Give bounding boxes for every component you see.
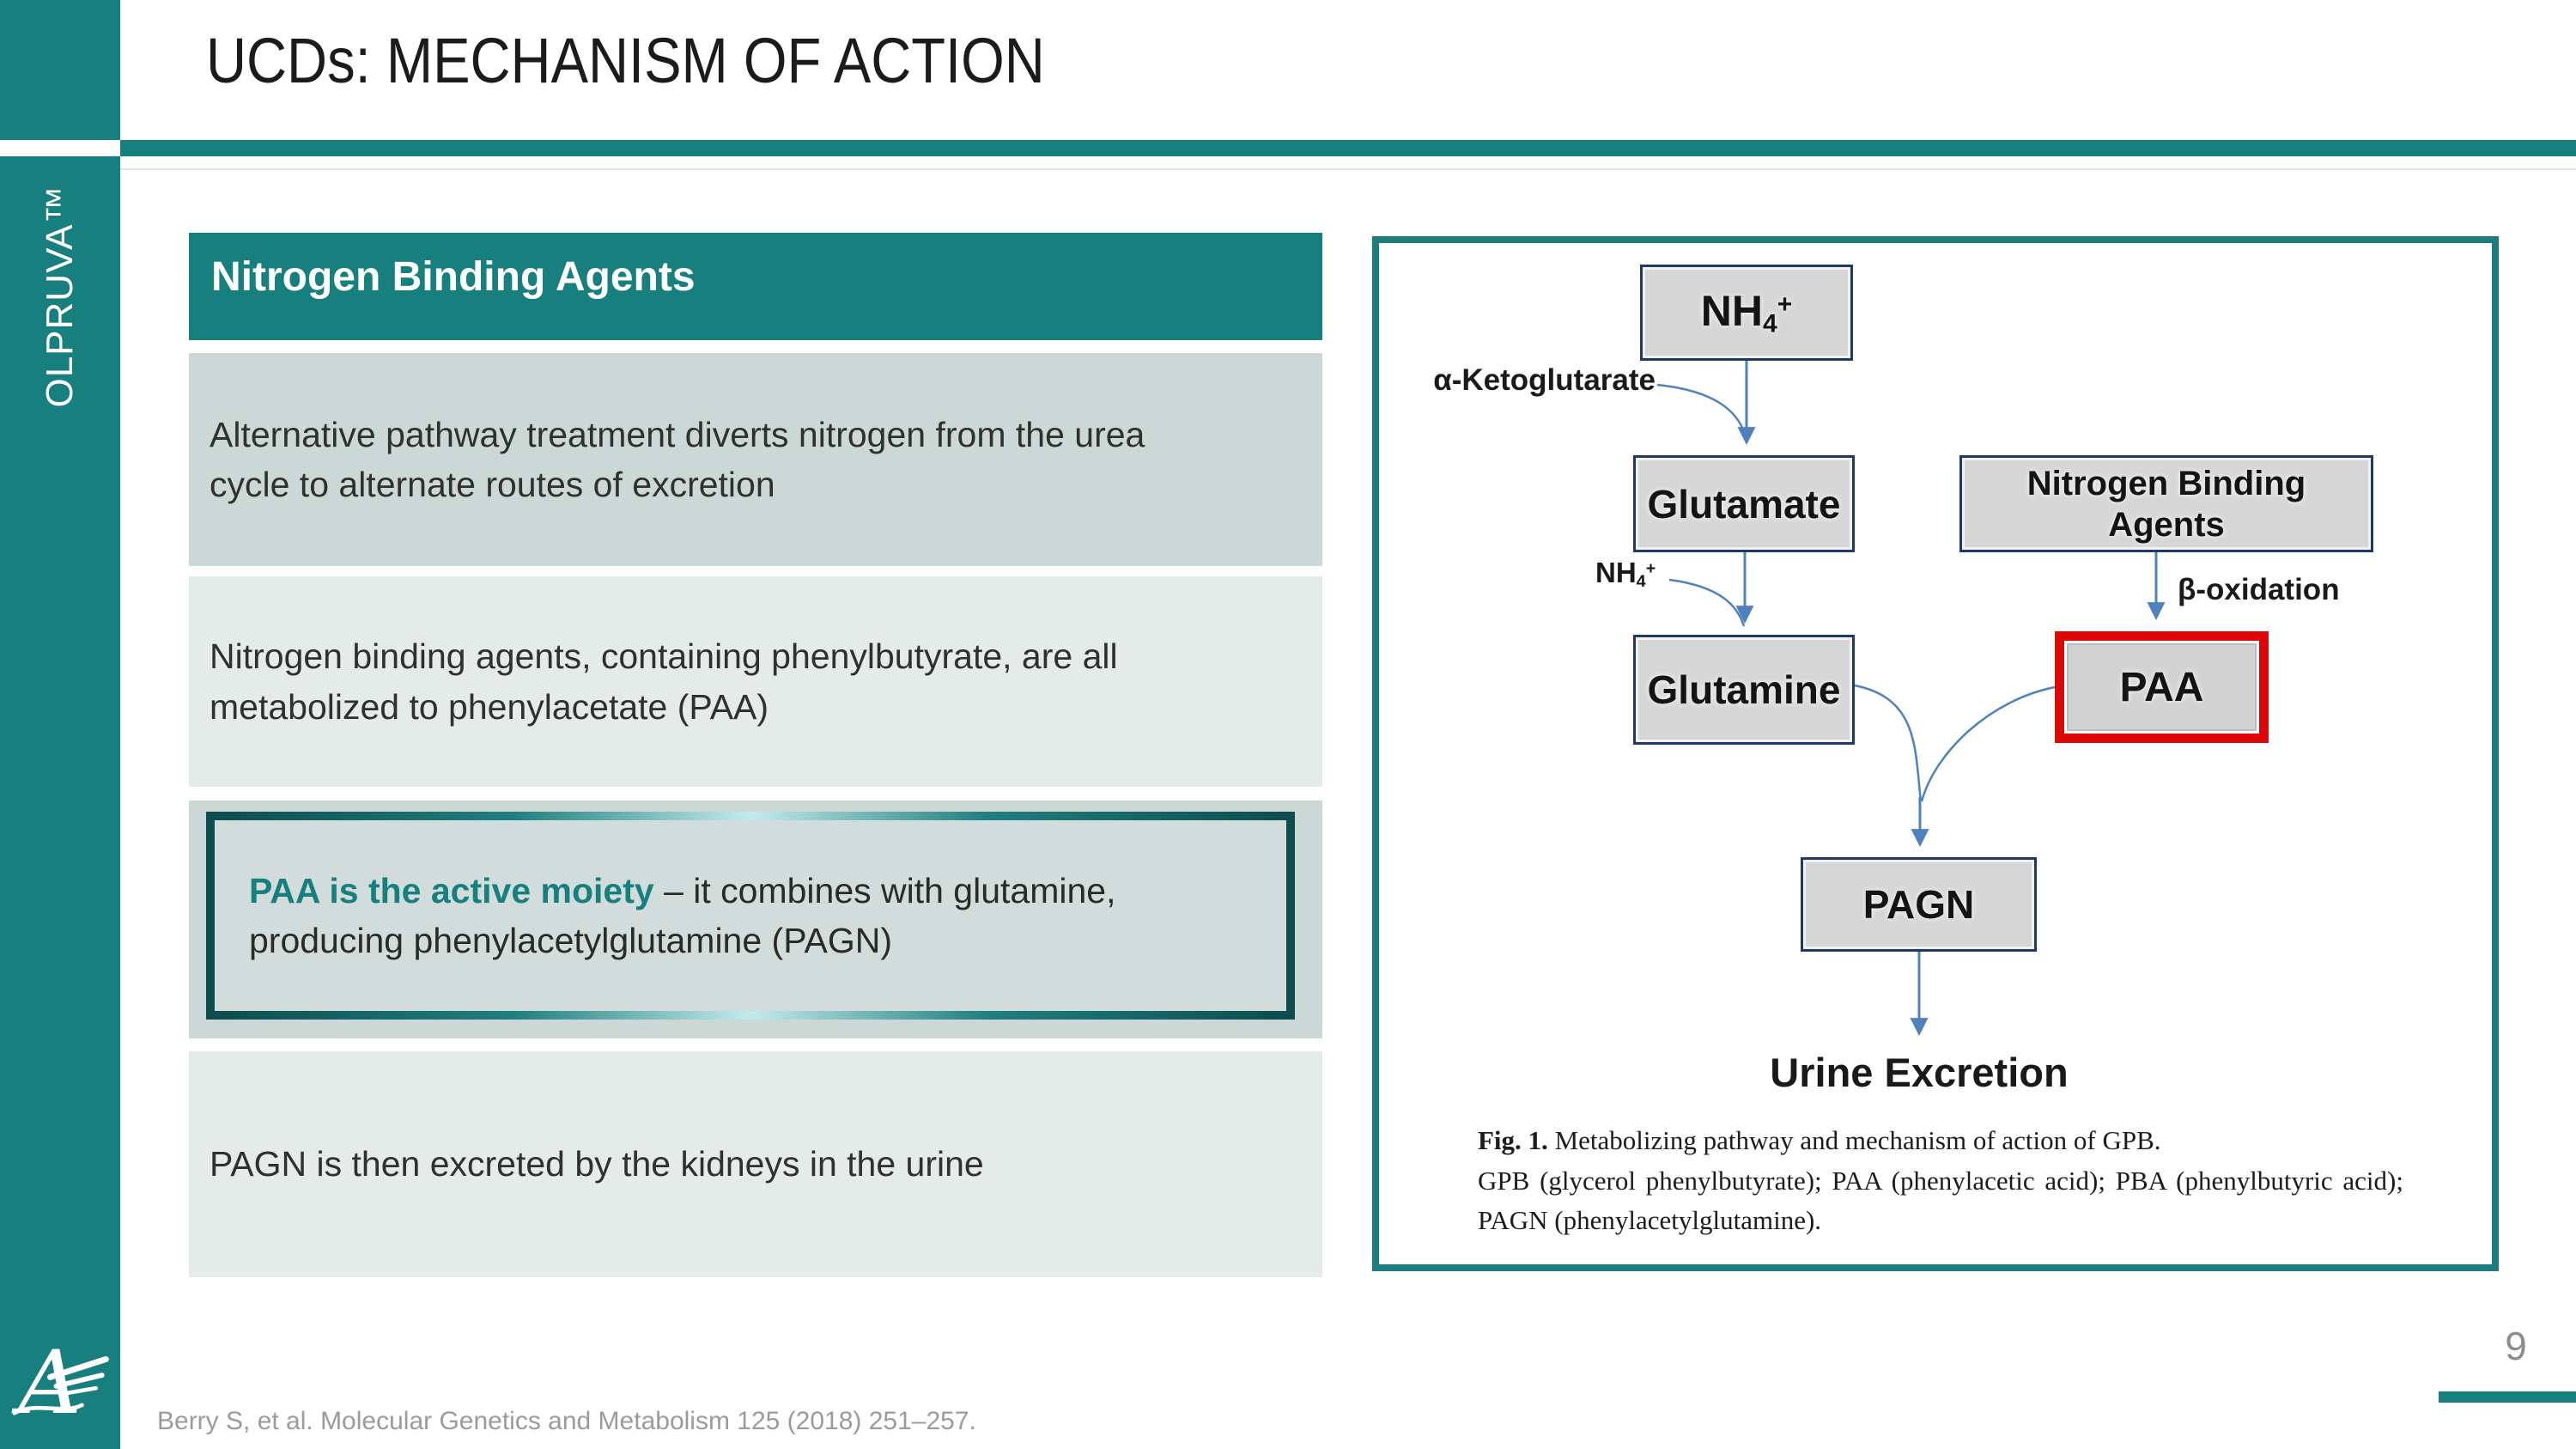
figure-caption-line1: Fig. 1. Metabolizing pathway and mechani… (1478, 1125, 2161, 1155)
label-nh4-small: NH4+ (1595, 557, 1656, 591)
panel-row-text: PAGN is then excreted by the kidneys in … (210, 1144, 984, 1184)
node-pagn-label: PAGN (1862, 882, 1975, 927)
sidebar: OLPRUVA™ A (0, 0, 120, 1449)
node-nba-label: Nitrogen Binding Agents (2026, 464, 2306, 544)
footer-citation: Berry S, et al. Molecular Genetics and M… (157, 1407, 976, 1435)
node-nitrogen-binding-agents: Nitrogen Binding Agents (1959, 455, 2373, 552)
panel-header: Nitrogen Binding Agents (189, 233, 1322, 340)
page-title: UCDs: MECHANISM OF ACTION (206, 25, 1045, 96)
figure-caption: Fig. 1. Metabolizing pathway and mechani… (1478, 1121, 2403, 1241)
panel-row-nitrogen-binding: Nitrogen binding agents, containing phen… (189, 576, 1322, 787)
panel-row-alternative-pathway: Alternative pathway treatment diverts ni… (189, 353, 1322, 566)
figure-number: Fig. 1. (1478, 1125, 1548, 1155)
title-rule-sub (120, 168, 2576, 170)
figure-panel: NH4+ α-Ketoglutarate Glutamate Nitrogen … (1372, 236, 2499, 1271)
page-number: 9 (2505, 1324, 2527, 1368)
panel-header-label: Nitrogen Binding Agents (211, 254, 696, 300)
highlight-rest: – it combines with glutamine, producing … (249, 870, 1116, 960)
panel-row-pagn-excreted: PAGN is then excreted by the kidneys in … (189, 1051, 1322, 1277)
panel-row-text: Alternative pathway treatment diverts ni… (210, 414, 1145, 504)
node-glutamate: Glutamate (1633, 455, 1855, 552)
eagle-a-logo-icon: A (10, 1330, 110, 1434)
label-urine-excretion: Urine Excretion (1770, 1050, 2069, 1095)
panel-row-text: Nitrogen binding agents, containing phen… (210, 636, 1118, 727)
node-nh4: NH4+ (1640, 265, 1853, 361)
highlight-box: PAA is the active moiety – it combines w… (206, 812, 1295, 1020)
label-beta-oxidation: β-oxidation (2178, 573, 2340, 606)
node-glutamine: Glutamine (1633, 635, 1855, 745)
pathway-arrows (1656, 361, 2166, 1037)
label-alpha-ketoglutarate: α-Ketoglutarate (1433, 363, 1656, 397)
corner-accent-bar (2439, 1391, 2576, 1403)
title-rule (120, 140, 2576, 156)
panel-row-highlight: PAA is the active moiety – it combines w… (189, 801, 1322, 1038)
node-paa-label: PAA (2067, 643, 2257, 731)
node-pagn: PAGN (1801, 857, 2037, 952)
highlight-lead: PAA is the active moiety (249, 870, 654, 910)
highlight-text: PAA is the active moiety – it combines w… (249, 866, 1202, 965)
node-glutamine-label: Glutamine (1647, 667, 1841, 712)
node-nh4-label: NH4+ (1700, 287, 1793, 338)
sidebar-gap (0, 140, 120, 156)
node-paa-highlighted: PAA (2055, 631, 2269, 743)
brand-vertical-text: OLPRUVA™ (39, 185, 81, 408)
figure-caption-abbreviations: GPB (glycerol phenylbutyrate); PAA (phen… (1478, 1165, 2403, 1236)
node-glutamate-label: Glutamate (1647, 481, 1841, 527)
